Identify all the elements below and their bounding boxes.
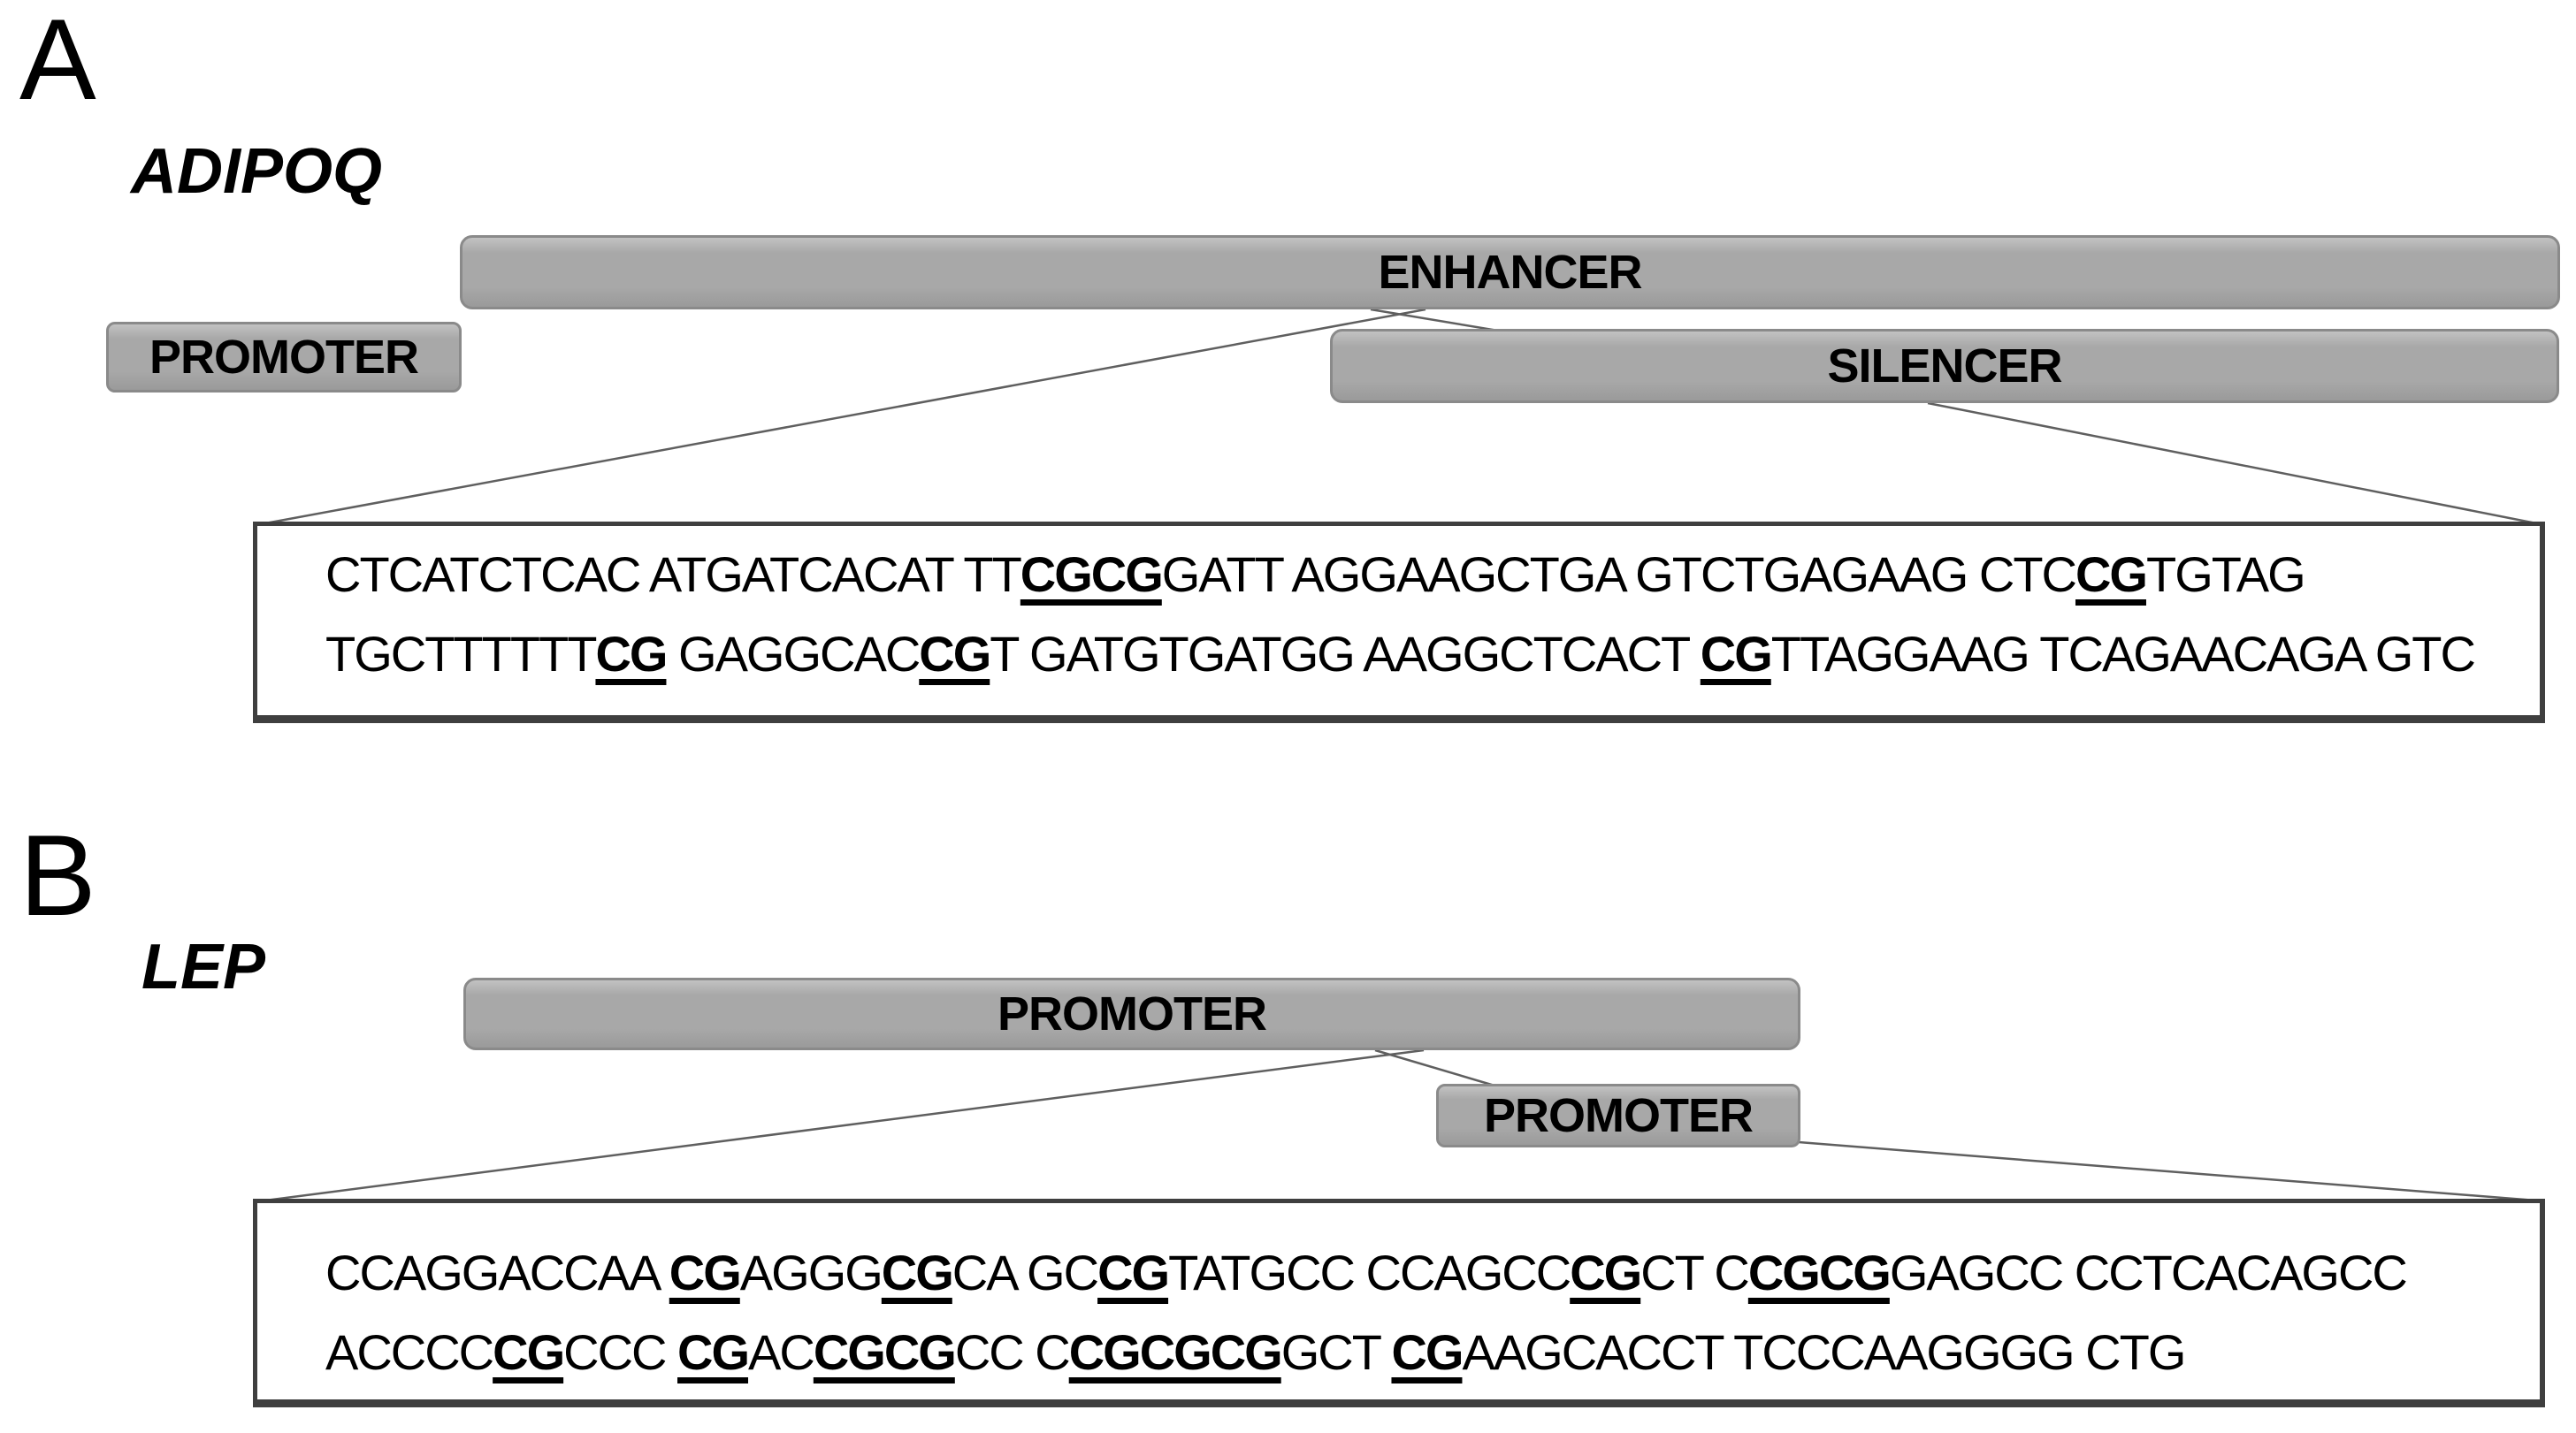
connector-promoter-proximal-to-seqbox-b-right	[1798, 1140, 2537, 1202]
cpg-site: CGCG	[1747, 1245, 1892, 1300]
cpg-site: CG	[595, 626, 668, 682]
cpg-site: CG	[1570, 1245, 1642, 1300]
sequence-box-adipoq	[253, 522, 2545, 723]
gene-name-lep: LEP	[141, 932, 266, 1002]
promoter-region-bar-lep: PROMOTER	[463, 978, 1800, 1050]
cpg-site: CG	[677, 1324, 750, 1380]
cpg-site: CG	[1700, 626, 1773, 682]
sequence-line-adipoq-2: TGCTTTTTTCG GAGGCACCGT GATGTGATGG AAGGCT…	[325, 626, 2476, 682]
cpg-site: CGCG	[813, 1324, 957, 1380]
cpg-site: CG	[1097, 1245, 1170, 1300]
cpg-site: CGCGCG	[1068, 1324, 1283, 1380]
silencer-region-bar: SILENCER	[1330, 329, 2559, 403]
cpg-site: CG	[493, 1324, 565, 1380]
gene-name-adipoq: ADIPOQ	[131, 136, 383, 207]
cpg-site: CG	[919, 626, 991, 682]
silencer-label: SILENCER	[1827, 339, 2062, 393]
sequence-line-adipoq-1: CTCATCTCAC ATGATCACAT TTCGCGGATT AGGAAGC…	[325, 546, 2306, 602]
promoter-label-adipoq: PROMOTER	[149, 331, 419, 384]
promoter-label-lep: PROMOTER	[997, 987, 1267, 1040]
promoter-proximal-region-bar-lep: PROMOTER	[1436, 1084, 1800, 1147]
cpg-site: CGCG	[1020, 546, 1164, 602]
promoter-proximal-label-lep: PROMOTER	[1483, 1089, 1754, 1142]
enhancer-region-bar: ENHANCER	[460, 235, 2560, 309]
connector-promoter-to-promoter-proximal	[1374, 1048, 1495, 1087]
cpg-site: CG	[669, 1245, 742, 1300]
cpg-site: CG	[881, 1245, 954, 1300]
sequence-box-lep	[253, 1199, 2545, 1407]
sequence-line-lep-2: ACCCCCGCCC CGACCGCGCC CCGCGCGGCT CGAAGCA…	[325, 1324, 2186, 1380]
cpg-site: CG	[2075, 546, 2148, 602]
sequence-line-lep-1: CCAGGACCAA CGAGGGCGCA GCCGTATGCC CCAGCCC…	[325, 1245, 2408, 1300]
panel-b-label: B	[19, 811, 96, 940]
connector-promoter-to-seqbox-b-left	[264, 1048, 1425, 1202]
enhancer-label: ENHANCER	[1378, 246, 1642, 299]
connector-silencer-to-seqbox-a-right	[1927, 401, 2537, 525]
panel-a-label: A	[19, 0, 96, 124]
cpg-site: CG	[1391, 1324, 1464, 1380]
promoter-region-bar-adipoq: PROMOTER	[106, 322, 462, 393]
